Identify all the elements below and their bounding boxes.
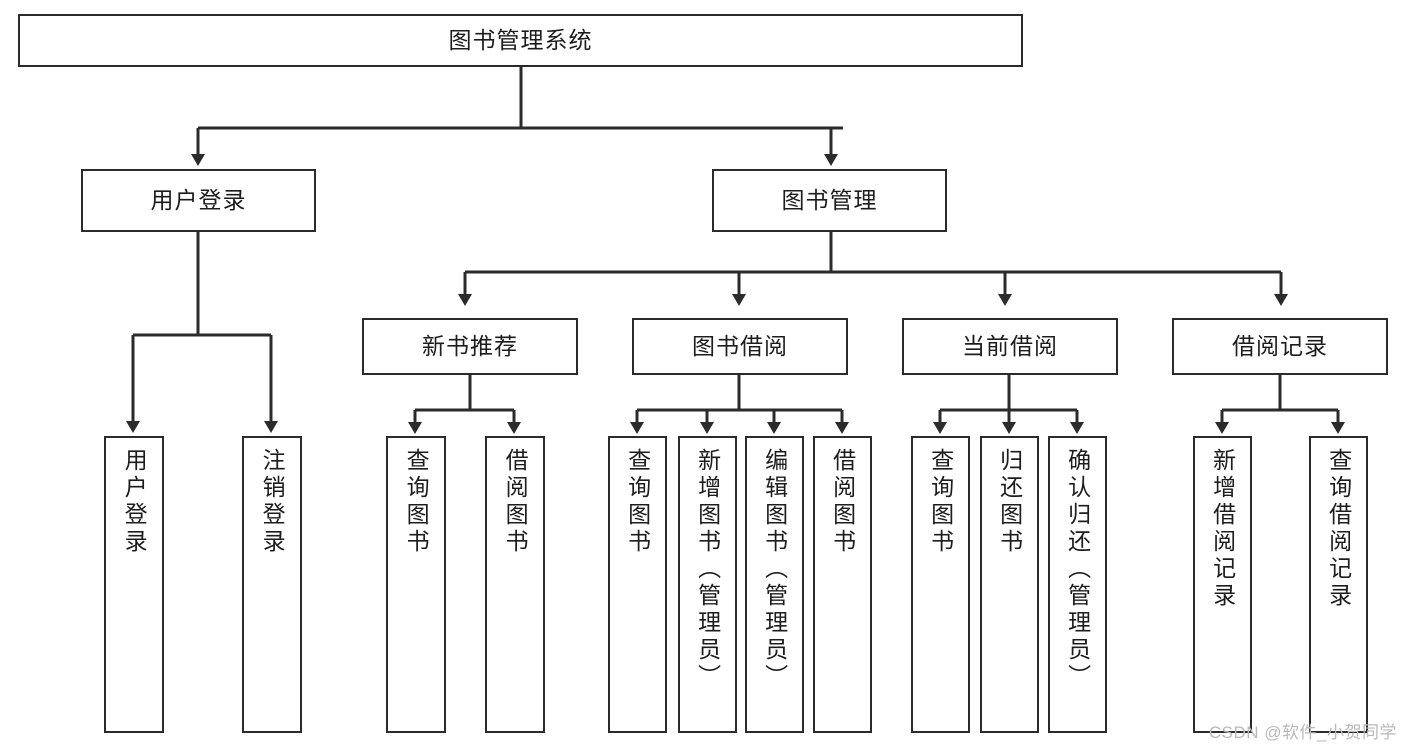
leaf-newbook-query-label: 查询图书 <box>403 448 430 556</box>
node-book-management-label: 图书管理 <box>781 186 878 213</box>
leaf-borrow-borrow-label: 借阅图书 <box>829 448 856 556</box>
leaf-current-return-label: 归还图书 <box>996 448 1023 556</box>
leaf-borrow-add-label: 新增图书（管理员） <box>694 448 721 691</box>
node-root[interactable]: 图书管理系统 <box>18 14 1023 67</box>
leaf-record-add[interactable]: 新增借阅记录 <box>1193 436 1252 733</box>
node-new-book-recommend-label: 新书推荐 <box>422 332 518 359</box>
node-current-borrow[interactable]: 当前借阅 <box>902 318 1118 375</box>
node-user-login-label: 用户登录 <box>150 186 247 213</box>
leaf-newbook-query[interactable]: 查询图书 <box>386 436 446 733</box>
leaf-user-logout[interactable]: 注销登录 <box>242 436 302 733</box>
leaf-borrow-query-label: 查询图书 <box>624 448 651 556</box>
leaf-current-query-label: 查询图书 <box>927 448 954 556</box>
leaf-record-query[interactable]: 查询借阅记录 <box>1309 436 1368 733</box>
node-new-book-recommend[interactable]: 新书推荐 <box>362 318 578 375</box>
leaf-borrow-edit[interactable]: 编辑图书（管理员） <box>745 436 804 733</box>
leaf-borrow-borrow[interactable]: 借阅图书 <box>813 436 872 733</box>
csdn-watermark: CSDN @软件_小贺同学 <box>1208 723 1397 742</box>
node-borrow-record-label: 借阅记录 <box>1232 332 1328 359</box>
node-borrow-record[interactable]: 借阅记录 <box>1172 318 1388 375</box>
leaf-record-query-label: 查询借阅记录 <box>1325 448 1352 610</box>
node-user-login[interactable]: 用户登录 <box>81 169 316 232</box>
leaf-newbook-borrow[interactable]: 借阅图书 <box>485 436 545 733</box>
leaf-current-confirm[interactable]: 确认归还（管理员） <box>1048 436 1107 733</box>
node-book-management[interactable]: 图书管理 <box>712 169 947 232</box>
node-root-label: 图书管理系统 <box>448 26 593 53</box>
leaf-borrow-add[interactable]: 新增图书（管理员） <box>678 436 737 733</box>
leaf-user-logout-label: 注销登录 <box>259 448 286 556</box>
node-book-borrow[interactable]: 图书借阅 <box>632 318 848 375</box>
leaf-user-login[interactable]: 用户登录 <box>104 436 164 733</box>
leaf-user-login-label: 用户登录 <box>121 448 148 556</box>
leaf-borrow-edit-label: 编辑图书（管理员） <box>761 448 788 691</box>
leaf-current-confirm-label: 确认归还（管理员） <box>1064 448 1091 691</box>
leaf-record-add-label: 新增借阅记录 <box>1209 448 1236 610</box>
node-book-borrow-label: 图书借阅 <box>692 332 788 359</box>
leaf-current-query[interactable]: 查询图书 <box>911 436 970 733</box>
leaf-current-return[interactable]: 归还图书 <box>980 436 1039 733</box>
leaf-borrow-query[interactable]: 查询图书 <box>608 436 667 733</box>
leaf-newbook-borrow-label: 借阅图书 <box>502 448 529 556</box>
node-current-borrow-label: 当前借阅 <box>962 332 1058 359</box>
